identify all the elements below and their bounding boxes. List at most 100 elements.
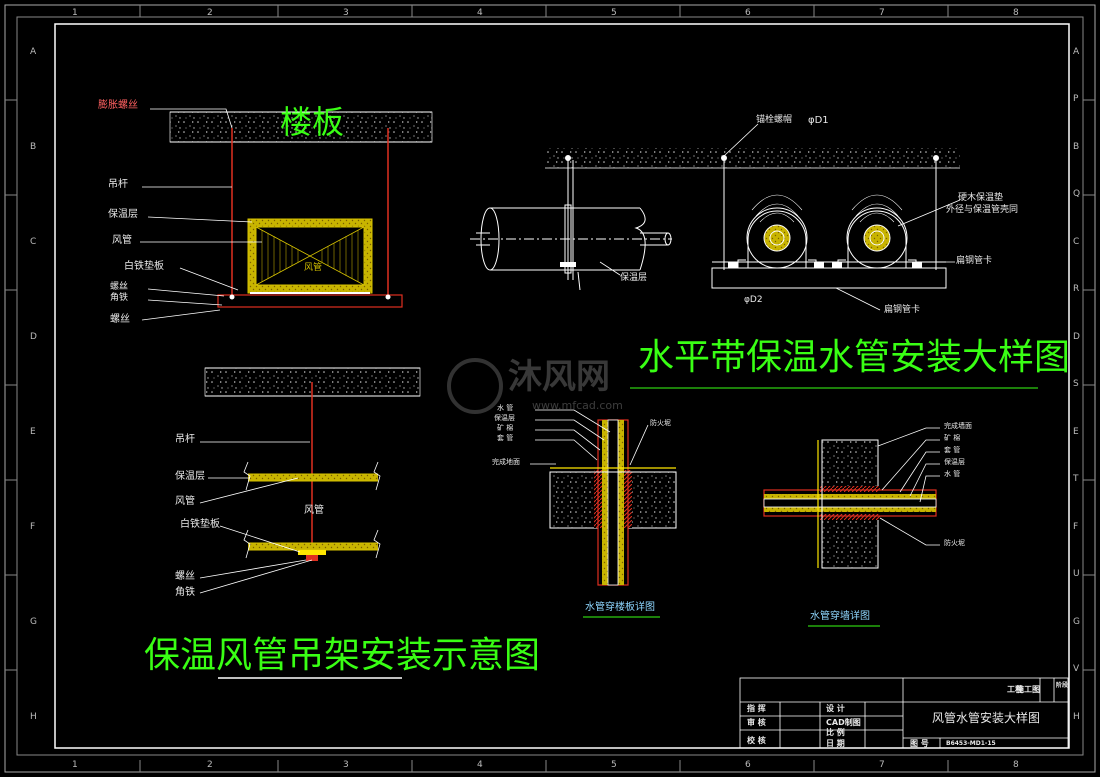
fig3-label-flat-steel-clamp: 扁钢管卡: [956, 256, 993, 266]
fig2-label-angle-iron: 角铁: [175, 587, 195, 598]
fig1-duct-text: 风管: [304, 263, 323, 273]
outer-border: [4, 4, 1096, 773]
grid-frame: [16, 16, 1084, 756]
grid-right-s: S: [1073, 379, 1079, 389]
grid-col-8: 8: [1013, 8, 1019, 18]
fig2-label-white-iron-plate: 白铁垫板: [180, 519, 220, 530]
fig1-label-duct: 风管: [112, 235, 132, 246]
tb-cell-director: 指 挥: [747, 704, 766, 713]
fig5-label-insulation: 保温层: [944, 458, 965, 466]
tb-drawing-no-label: 图 号: [910, 739, 929, 748]
grid-col-4: 4: [477, 8, 483, 18]
grid-row-e: E: [30, 427, 36, 437]
fig4-label-finished-floor: 完成地面: [492, 458, 520, 466]
grid-col-3: 3: [343, 8, 349, 18]
floor-label: 楼板: [280, 103, 345, 141]
fig1-label-hanger-rod: 吊杆: [108, 179, 128, 190]
fig3-title: 水平带保温水管安装大样图: [638, 337, 1071, 378]
grid-col-3-bottom: 3: [343, 760, 349, 770]
grid-row-b: B: [30, 142, 37, 152]
tb-cell-cad: CAD制图: [826, 718, 861, 727]
tb-cell-review: 审 核: [747, 718, 766, 727]
grid-row-g: G: [30, 617, 37, 627]
tb-drawing-title: 风管水管安装大样图: [932, 711, 1041, 725]
grid-right-c: C: [1073, 237, 1080, 247]
watermark-main: 沐风网: [508, 357, 610, 397]
fig2-duct-text: 风管: [304, 505, 324, 516]
grid-ticks: [5, 5, 1095, 772]
fig3-label-flat-steel-clamp-2: 扁钢管卡: [884, 305, 921, 315]
grid-right-t: T: [1073, 474, 1079, 484]
grid-col-1-bottom: 1: [72, 760, 78, 770]
grid-right-q: Q: [1073, 189, 1081, 199]
fig3-label-anchor-nut: 锚栓螺帽: [756, 115, 793, 125]
fig2-leaders: [199, 441, 313, 594]
tb-cell-scale: 比 例: [826, 728, 845, 737]
tb-company: 施工图: [1016, 685, 1040, 694]
fig4-leaders: [530, 409, 649, 466]
grid-col-4-bottom: 4: [477, 760, 483, 770]
fig1-label-screw-2: 螺丝: [110, 314, 130, 325]
fig3-leaders: [599, 123, 961, 311]
grid-row-c: C: [30, 237, 37, 247]
fig5-label-fire-clay: 防火坭: [944, 539, 965, 547]
grid-row-a: A: [30, 47, 37, 57]
tb-project: 工程: [1007, 685, 1023, 694]
tb-cell-date: 日 期: [826, 739, 845, 748]
grid-right-e: E: [1073, 427, 1079, 437]
fig1-duct-hanger-section: [140, 108, 433, 321]
fig2-label-duct: 风管: [175, 496, 195, 507]
fig3-label-outer-diameter: 外径与保温管壳同: [946, 205, 1019, 215]
grid-col-6: 6: [745, 8, 751, 18]
grid-right-a: A: [1073, 47, 1080, 57]
watermark-logo-icon: [447, 358, 503, 414]
tb-cell-check: 校 核: [747, 736, 766, 745]
fig1-label-white-iron-plate: 白铁垫板: [124, 261, 164, 272]
grid-col-6-bottom: 6: [745, 760, 751, 770]
tb-drawing-no: B6453-MD1-15: [946, 740, 996, 747]
watermark-sub: www.mfcad.com: [532, 399, 623, 412]
grid-row-h: H: [30, 712, 37, 722]
grid-col-8-bottom: 8: [1013, 760, 1019, 770]
fig5-pipe-through-wall: [763, 427, 940, 627]
fig5-caption: 水管穿墙详图: [810, 611, 870, 622]
grid-right-h: H: [1073, 712, 1080, 722]
grid-col-2-bottom: 2: [207, 760, 213, 770]
fig3-label-insulation: 保温层: [620, 273, 648, 283]
fig2-label-screw: 螺丝: [175, 571, 195, 582]
tb-extra: 阶段: [1056, 682, 1069, 689]
title-block: [739, 677, 1069, 749]
fig5-label-mineral-wool: 矿 棉: [944, 434, 961, 442]
fig5-label-finished-wall: 完成墙面: [944, 422, 972, 430]
fig1-label-angle-iron: 角铁: [110, 293, 129, 303]
fig1-label-insulation: 保温层: [108, 209, 138, 220]
fig1-label-expansion-bolt: 膨胀螺丝: [98, 100, 138, 111]
grid-right-g: G: [1073, 617, 1080, 627]
grid-col-5: 5: [611, 8, 617, 18]
angle-iron: [217, 294, 403, 308]
fig4-label-sleeve: 套 管: [497, 434, 514, 442]
grid-right-b: B: [1073, 142, 1080, 152]
fig2-label-hanger-rod: 吊杆: [175, 434, 195, 445]
grid-row-d: D: [30, 332, 37, 342]
grid-col-2: 2: [207, 8, 213, 18]
fig1-leaders: [140, 108, 262, 321]
insulation-bottom: [248, 543, 378, 550]
grid-col-5-bottom: 5: [611, 760, 617, 770]
fig5-label-sleeve: 套 管: [944, 446, 961, 454]
water-pipe-h: [763, 498, 937, 508]
fig5-label-water-pipe: 水 管: [944, 470, 961, 478]
fig4-label-fire-clay: 防火坭: [650, 419, 671, 427]
tb-cell-design: 设 计: [826, 704, 845, 713]
fig2-title: 保温风管吊架安装示意图: [144, 635, 541, 676]
grid-col-1: 1: [72, 8, 78, 18]
fig4-label-water-pipe: 水 管: [497, 404, 514, 412]
fig2-duct-side-view: [199, 367, 421, 594]
fig2-label-insulation: 保温层: [175, 471, 205, 482]
grid-col-7-bottom: 7: [879, 760, 885, 770]
fig5-leaders: [877, 427, 940, 546]
fig3-label-d2: φD2: [744, 295, 763, 305]
grid-right-f: F: [1073, 522, 1079, 532]
grid-right-r: R: [1073, 284, 1080, 294]
